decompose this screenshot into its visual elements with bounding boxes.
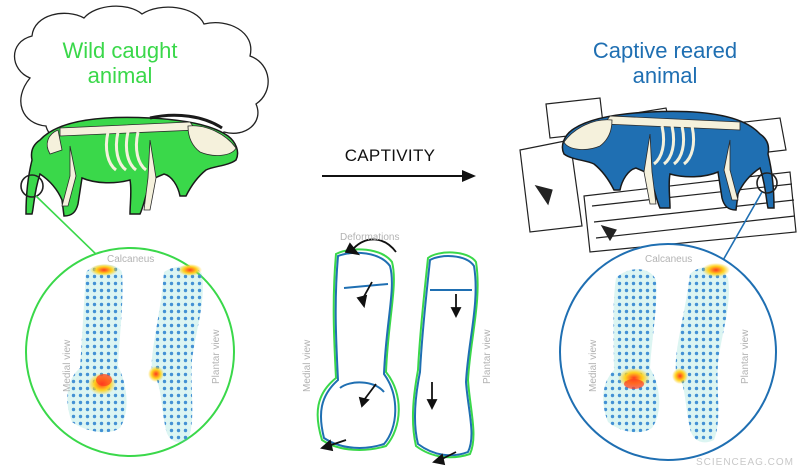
wild-plantar-view-label: Plantar view	[211, 329, 222, 384]
deformation-arrow-icon	[320, 238, 462, 466]
center-deformation-plantar-icon	[411, 251, 479, 459]
captive-calcaneus-bone-plantar-icon	[672, 263, 730, 443]
captive-medial-view-label: Medial view	[588, 339, 599, 392]
captive-title: Captive reared animal	[560, 38, 770, 89]
captive-title-line2: animal	[632, 63, 698, 89]
wild-calcaneus-circle	[25, 247, 235, 457]
wild-title-line2: animal	[87, 63, 153, 89]
captive-zoom-connector	[721, 191, 763, 263]
captive-ankle-highlight	[756, 172, 778, 194]
captive-calcaneus-label: Calcaneus	[645, 254, 693, 265]
captivity-arrow	[322, 170, 476, 182]
watermark: SCIENCEAG.COM	[695, 457, 794, 468]
wild-calcaneus-bone-plantar-icon	[148, 264, 203, 443]
wild-calcaneus-bone-medial-icon	[67, 264, 127, 433]
captivity-label: CAPTIVITY	[344, 146, 436, 165]
wild-ankle-highlight	[20, 174, 44, 198]
captive-title-line1: Captive reared	[592, 38, 738, 63]
wild-calcaneus-label: Calcaneus	[107, 254, 155, 265]
center-medial-view-label: Medial view	[302, 339, 313, 392]
wild-title: Wild caught animal	[40, 38, 200, 89]
wild-skeleton-overlay-icon	[46, 121, 237, 211]
captive-calcaneus-bone-medial-icon	[603, 269, 660, 433]
deformations-label: Deformations	[340, 232, 400, 243]
wild-medial-view-label: Medial view	[62, 339, 73, 392]
center-plantar-view-label: Plantar view	[482, 329, 493, 384]
captive-skeleton-overlay-icon	[563, 115, 741, 205]
center-deformation-medial-icon	[316, 248, 400, 451]
wild-zoom-connector	[35, 195, 101, 259]
wild-title-line1: Wild caught	[62, 38, 178, 63]
captive-plantar-view-label: Plantar view	[740, 329, 751, 384]
